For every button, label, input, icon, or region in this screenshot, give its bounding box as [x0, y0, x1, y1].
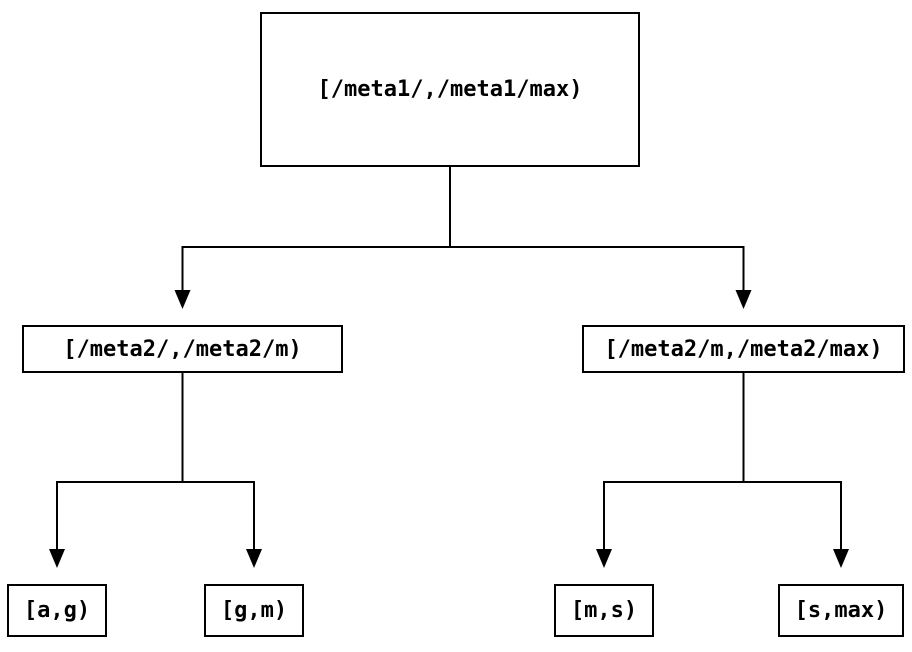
- edge-root-to-meta2-high: [449, 167, 752, 309]
- edge-meta2-high-to-leaf-s-max: [742, 373, 849, 568]
- node-leaf-s-max: [s,max): [778, 584, 904, 637]
- node-meta2-low: [/meta2/,/meta2/m): [22, 325, 343, 373]
- node-leaf-a-g: [a,g): [7, 584, 107, 637]
- edge-meta2-high-to-leaf-m-s: [596, 373, 745, 568]
- edge-root-to-meta2-low: [174, 167, 451, 309]
- node-root: [/meta1/,/meta1/max): [260, 12, 640, 167]
- arrowhead-down-icon: [246, 549, 262, 568]
- node-meta2-low-label: [/meta2/,/meta2/m): [63, 336, 302, 362]
- node-leaf-s-max-label: [s,max): [794, 598, 888, 623]
- node-leaf-g-m: [g,m): [204, 584, 304, 637]
- arrowhead-down-icon: [174, 290, 191, 309]
- node-leaf-m-s-label: [m,s): [570, 598, 638, 623]
- node-leaf-g-m-label: [g,m): [220, 598, 288, 623]
- edge-meta2-low-to-leaf-a-g: [49, 373, 184, 568]
- node-meta2-high-label: [/meta2/m,/meta2/max): [604, 336, 883, 362]
- arrowhead-down-icon: [49, 549, 65, 568]
- node-meta2-high: [/meta2/m,/meta2/max): [582, 325, 905, 373]
- arrowhead-down-icon: [833, 549, 849, 568]
- edge-meta2-low-to-leaf-g-m: [181, 373, 262, 568]
- arrowhead-down-icon: [735, 290, 752, 309]
- node-leaf-a-g-label: [a,g): [23, 598, 91, 623]
- node-leaf-m-s: [m,s): [554, 584, 654, 637]
- arrowhead-down-icon: [596, 549, 612, 568]
- node-root-label: [/meta1/,/meta1/max): [317, 77, 583, 102]
